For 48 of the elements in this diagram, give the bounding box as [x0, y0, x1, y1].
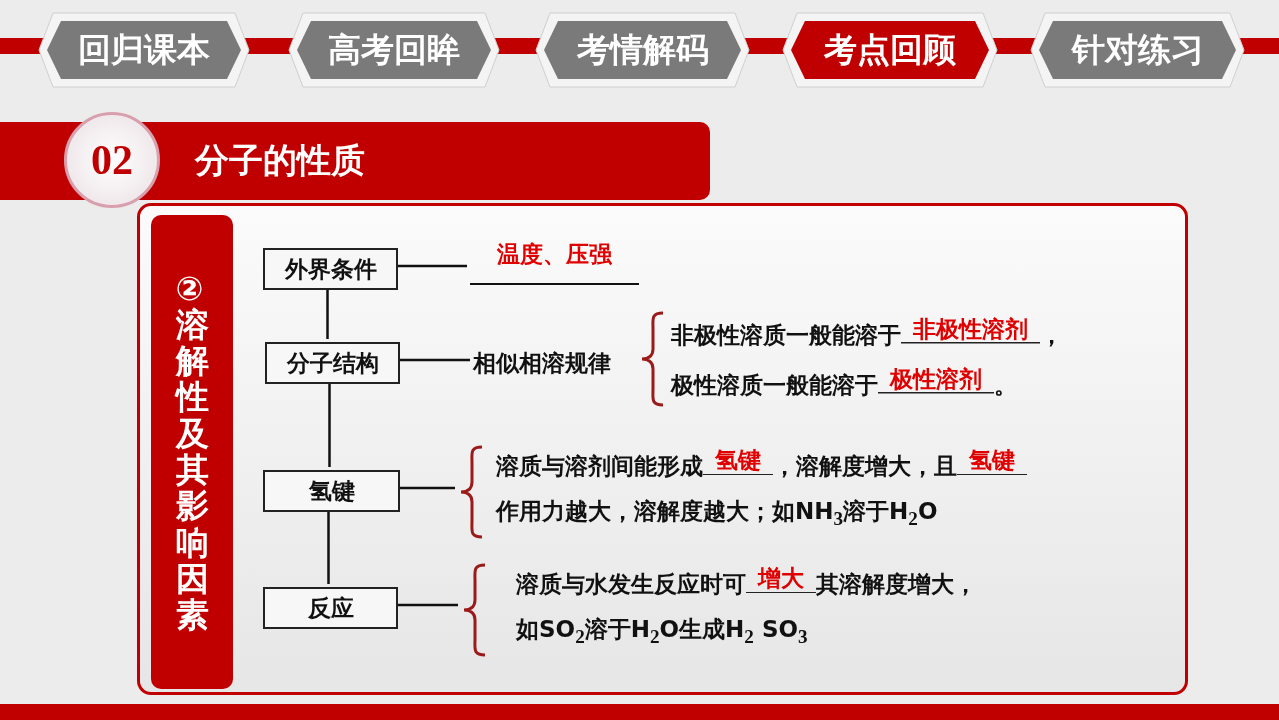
- concept-box: [263, 248, 398, 290]
- tab-label: 针对练习: [1071, 28, 1204, 71]
- connector-line: [395, 264, 467, 268]
- connector-line: [397, 486, 455, 490]
- sentence-text: ，: [1040, 321, 1063, 348]
- filled-answer: 非极性溶剂: [901, 313, 1040, 344]
- nav-tab: [38, 12, 250, 88]
- filled-answer: 增大: [746, 563, 816, 594]
- tab-label: 考情解码: [576, 28, 709, 71]
- connector-line: [327, 509, 330, 584]
- box-label: 反应: [307, 593, 354, 623]
- nav-tab: [1030, 12, 1245, 88]
- vertical-heading: ②溶解性及其影响因素: [175, 270, 209, 634]
- filled-answer: 氢键: [957, 445, 1027, 476]
- section-title: 分子的性质: [195, 139, 365, 182]
- sentence-text: 作用力越大，溶解度越大；如NH$_{3}$溶于H$_{2}$O: [496, 498, 938, 525]
- box-label: 外界条件: [284, 254, 377, 284]
- sentence-text: 溶质与水发生反应时可: [516, 571, 746, 598]
- concept-box: [265, 342, 400, 384]
- sentence-text: 极性溶质一般能溶于: [671, 371, 878, 398]
- concept-box: [263, 587, 398, 629]
- connector-line: [326, 287, 329, 339]
- concept-box: [263, 470, 400, 512]
- connector-line: [328, 381, 331, 467]
- filled-answer: 温度、压强: [470, 239, 639, 285]
- filled-answer: 极性溶剂: [878, 363, 994, 394]
- connector-line: [397, 358, 470, 362]
- connector-line: [395, 603, 458, 607]
- sentence-text: ，溶解度增大，且: [773, 453, 957, 480]
- tab-label: 高考回眸: [328, 28, 460, 71]
- filled-answer: 氢键: [703, 445, 773, 476]
- nav-tab: [288, 12, 500, 88]
- sentence-text: 。: [994, 371, 1017, 398]
- sentence-text: 溶质与溶剂间能形成: [496, 453, 703, 480]
- content-panel: [137, 203, 1188, 695]
- nav-tab: [782, 12, 998, 88]
- sentence-text: 其溶解度增大，: [816, 571, 977, 598]
- box-label: 氢键: [308, 476, 355, 506]
- badge-number: 02: [91, 136, 133, 184]
- title-band: [0, 122, 710, 200]
- side-banner: [151, 215, 233, 689]
- rule-label: 相似相溶规律: [473, 348, 611, 378]
- sentence-text: 如SO$_{2}$溶于H$_{2}$O生成H$_{2}$ SO$_{3}$: [516, 616, 808, 643]
- tab-label: 回归课本: [78, 28, 210, 71]
- nav-tab: [535, 12, 750, 88]
- sentence-text: 非极性溶质一般能溶于: [671, 321, 901, 348]
- box-label: 分子结构: [286, 348, 379, 378]
- tab-label: 考点回顾: [824, 28, 956, 71]
